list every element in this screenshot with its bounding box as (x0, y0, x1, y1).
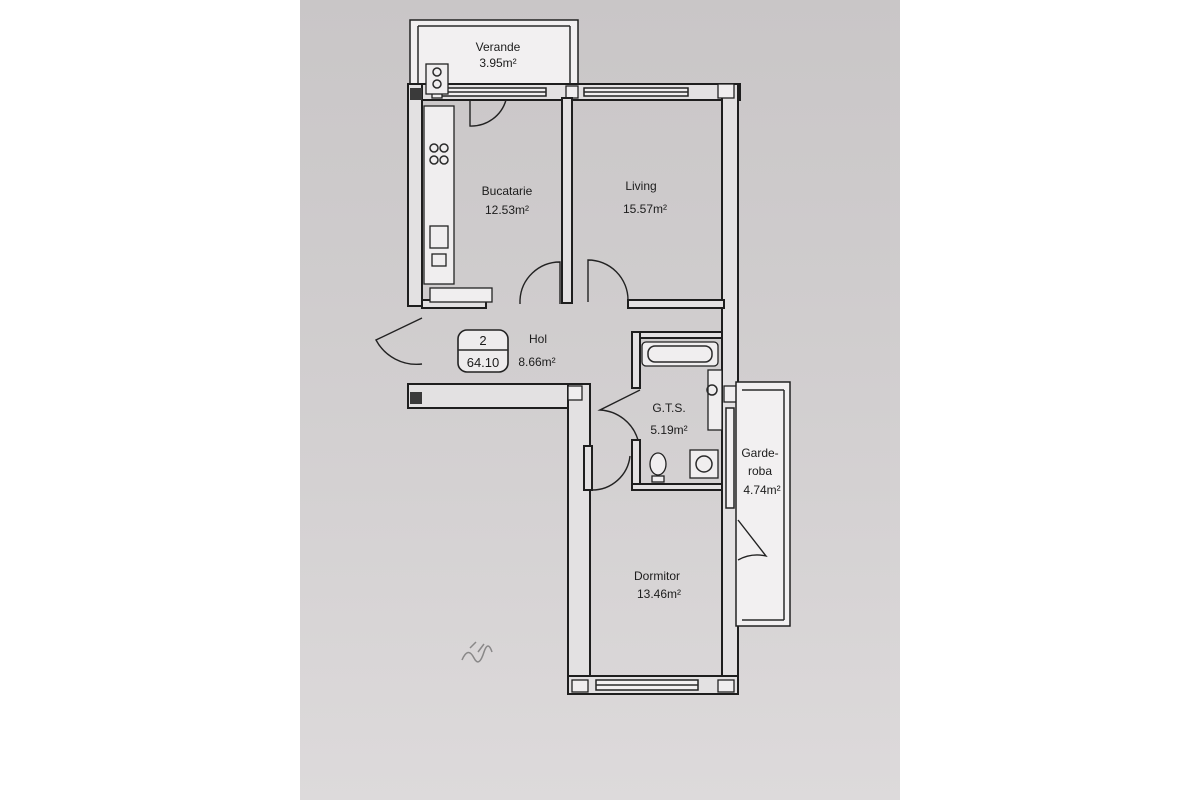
apartment-badge: 2 64.10 (457, 329, 509, 373)
room-area-living: 15.57m² (623, 202, 667, 216)
paper-sheet: 2 64.10 Verande 3.95m² Bucatarie 12.53m²… (300, 0, 900, 800)
floor-plan: 2 64.10 Verande 3.95m² Bucatarie 12.53m²… (375, 19, 791, 695)
room-labels: Verande 3.95m² Bucatarie 12.53m² Living … (476, 40, 781, 601)
interior-walls (421, 97, 725, 491)
room-name-living: Living (625, 179, 656, 193)
room-name-verande: Verande (476, 40, 521, 54)
room-area-gts: 5.19m² (650, 423, 687, 437)
room-name-garderoba-line2: roba (748, 464, 772, 478)
pencil-scribble (461, 641, 493, 663)
room-area-garderoba: 4.74m² (743, 483, 780, 497)
doors (375, 99, 768, 561)
room-area-hol: 8.66m² (518, 355, 555, 369)
room-name-garderoba-line1: Garde- (741, 446, 778, 460)
room-name-hol: Hol (529, 332, 547, 346)
room-area-dormitor: 13.46m² (637, 587, 681, 601)
room-name-dormitor: Dormitor (634, 569, 680, 583)
bathroom-fixtures (641, 341, 723, 483)
room-area-verande: 3.95m² (479, 56, 516, 70)
kitchen-counter (423, 63, 493, 303)
room-area-bucatarie: 12.53m² (485, 203, 529, 217)
apartment-total-area: 64.10 (467, 355, 500, 370)
room-name-gts: G.T.S. (652, 401, 685, 415)
garderoba-outline (735, 381, 791, 627)
room-name-bucatarie: Bucatarie (482, 184, 533, 198)
apartment-number: 2 (479, 333, 486, 348)
